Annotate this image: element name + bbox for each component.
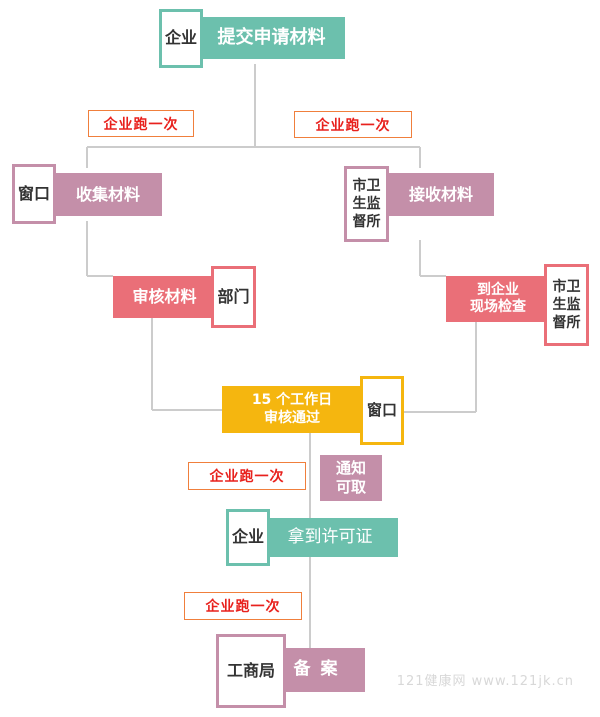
get-license-label: 拿到许可证 <box>287 526 373 547</box>
window-approval-actor-tag: 窗口 <box>360 376 404 445</box>
submit-application-box: 提交申请材料 <box>198 17 345 59</box>
approval-line: 审核通过 <box>264 409 320 426</box>
actor-line: 督所 <box>552 315 581 332</box>
industry-commerce-bureau-tag: 工商局 <box>216 634 286 708</box>
site-watermark: 121健康网 www.121jk.cn <box>396 674 574 689</box>
health-supervision-inspector-tag: 市卫 生监 督所 <box>544 264 589 346</box>
review-materials-label: 审核材料 <box>132 287 197 306</box>
enterprise-license-actor-tag: 企业 <box>226 509 270 566</box>
notify-pickup-box: 通知 可取 <box>320 455 382 501</box>
health-supervision-actor-tag: 市卫 生监 督所 <box>344 166 389 242</box>
department-actor-label: 部门 <box>217 286 250 306</box>
enterprise-license-actor-label: 企业 <box>231 527 264 547</box>
approval-box: 15 个工作日 审核通过 <box>222 386 362 433</box>
window-actor-tag: 窗口 <box>12 164 56 224</box>
enterprise-once-note-left: 企业跑一次 <box>88 110 194 137</box>
department-actor-tag: 部门 <box>211 266 256 328</box>
review-materials-box: 审核材料 <box>113 276 216 318</box>
get-license-box: 拿到许可证 <box>262 518 398 557</box>
industry-commerce-bureau-label: 工商局 <box>226 660 275 680</box>
receive-materials-label: 接收材料 <box>408 184 473 204</box>
note-label: 企业跑一次 <box>209 469 285 485</box>
inspection-line: 现场检查 <box>470 299 526 315</box>
enterprise-once-note-right: 企业跑一次 <box>294 111 412 138</box>
actor-line: 生监 <box>352 195 381 212</box>
notify-line: 通知 <box>335 459 366 478</box>
enterprise-once-note-middle: 企业跑一次 <box>188 462 306 490</box>
submit-application-label: 提交申请材料 <box>217 26 326 48</box>
inspection-line: 到企业 <box>477 281 519 298</box>
collect-materials-label: 收集材料 <box>75 184 140 204</box>
note-label: 企业跑一次 <box>205 599 281 615</box>
note-label: 企业跑一次 <box>315 117 391 134</box>
filing-record-label: 备 案 <box>293 659 340 680</box>
window-actor-label: 窗口 <box>17 183 50 203</box>
enterprise-once-note-bottom: 企业跑一次 <box>184 592 302 620</box>
window-approval-actor-label: 窗口 <box>366 400 397 419</box>
onsite-inspection-box: 到企业 现场检查 <box>446 276 550 322</box>
actor-line: 督所 <box>352 214 381 231</box>
approval-line: 15 个工作日 <box>251 392 333 408</box>
note-label: 企业跑一次 <box>103 116 179 133</box>
enterprise-actor-tag: 企业 <box>159 9 203 68</box>
actor-line: 市卫 <box>352 177 381 194</box>
notify-line: 可取 <box>335 478 366 496</box>
actor-line: 市卫 <box>552 278 581 295</box>
collect-materials-box: 收集材料 <box>54 173 162 216</box>
receive-materials-box: 接收材料 <box>388 173 494 216</box>
enterprise-actor-label: 企业 <box>164 28 197 48</box>
actor-line: 生监 <box>552 296 581 313</box>
